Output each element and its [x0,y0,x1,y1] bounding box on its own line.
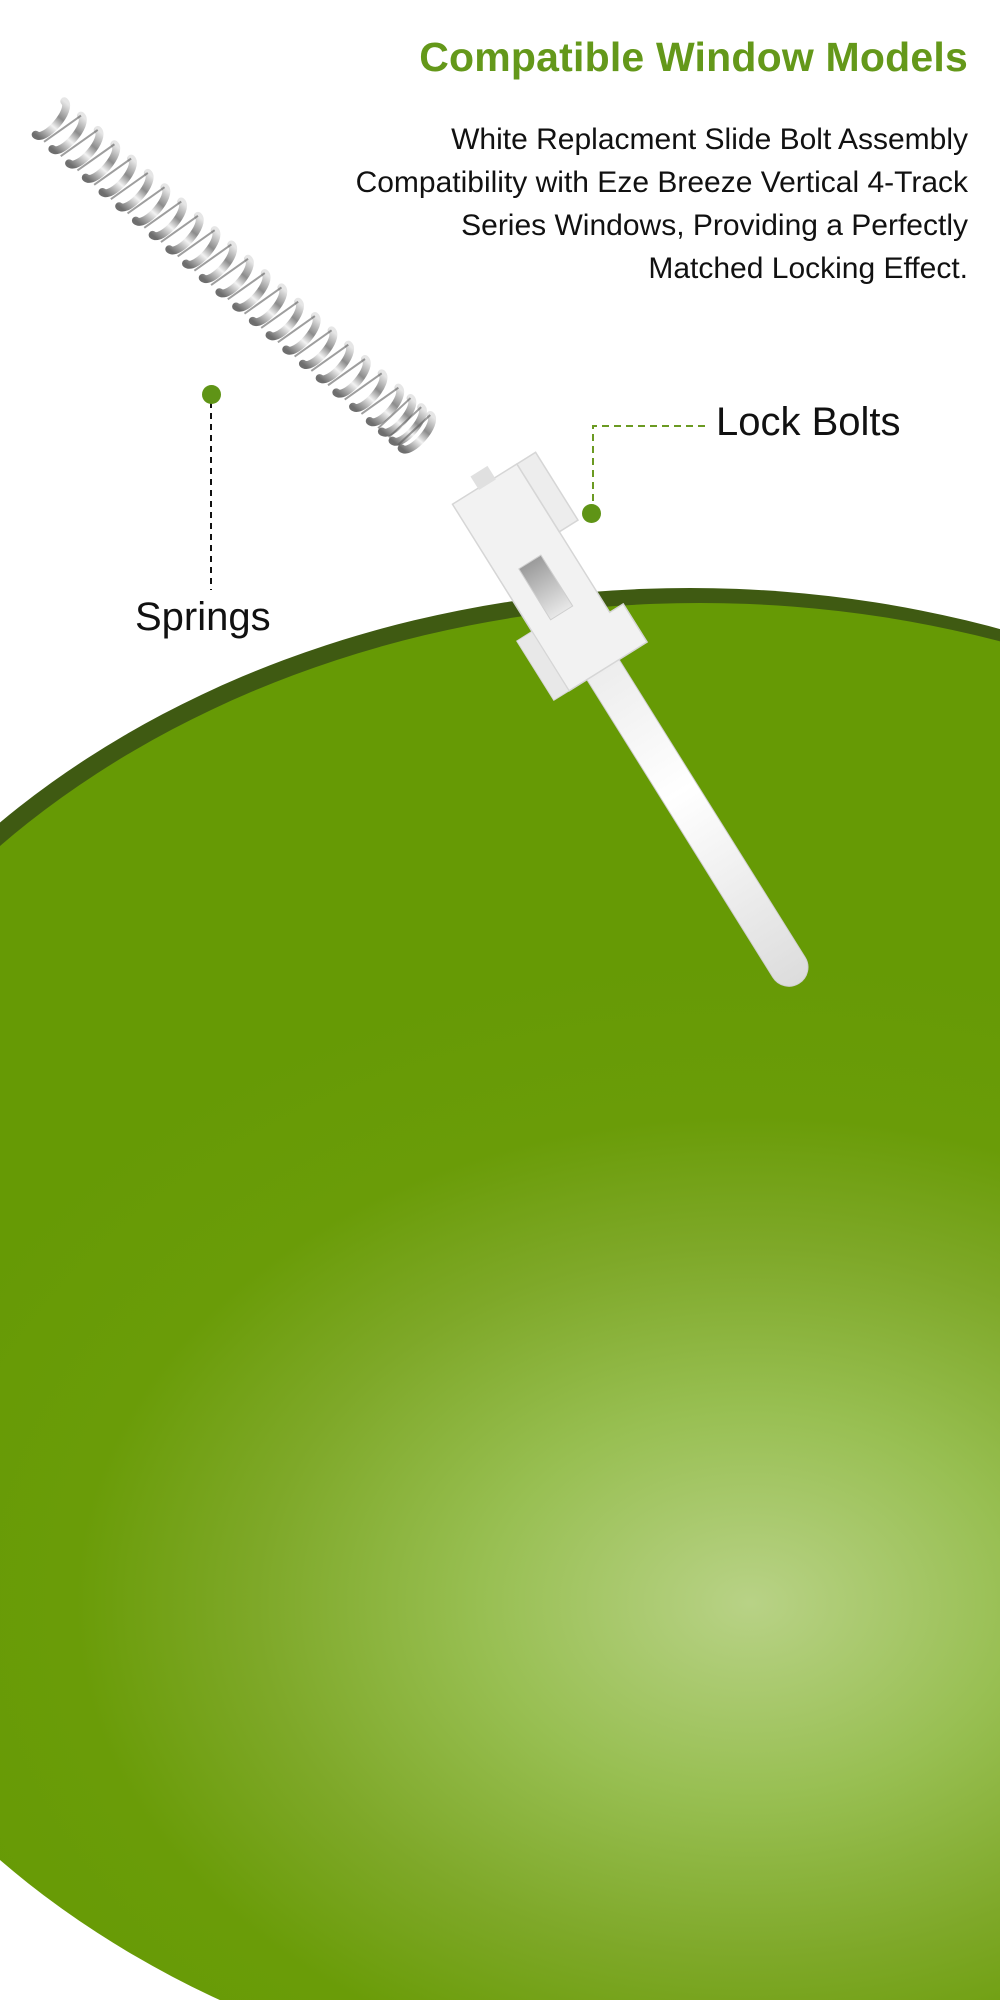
description-line: White Replacment Slide Bolt Assembly [451,123,968,156]
springs-label: Springs [135,595,271,639]
spring-icon [31,97,436,454]
lock-bolts-callout-dot-icon [582,504,601,523]
description-line: Compatibility with Eze Breeze Vertical 4… [355,166,968,199]
description-line: Series Windows, Providing a Perfectly [461,209,968,242]
product-description: White Replacment Slide Bolt Assembly Com… [356,118,968,290]
lock-bolts-leader-line [592,425,705,506]
lock-bolt-icon [451,451,809,987]
page-title: Compatible Window Models [419,34,968,80]
lock-bolts-label: Lock Bolts [716,400,901,444]
description-line: Matched Locking Effect. [648,252,968,285]
springs-callout-dot-icon [202,385,221,404]
product-illustration [31,97,809,987]
